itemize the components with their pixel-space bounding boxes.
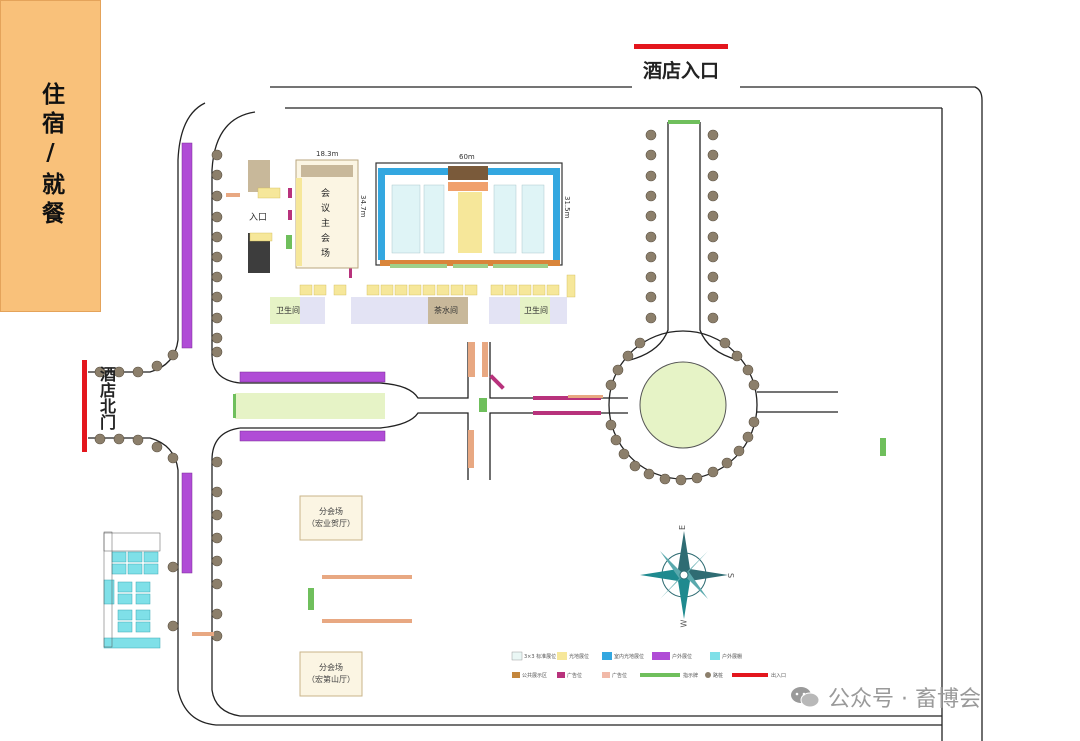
compass-rose [640,531,728,619]
main-hall-label: 会议主会场 [319,188,329,263]
legend-8: 广告位 [612,673,628,679]
branch-hall-1: 分会场 （宏业贺厅） [300,496,362,540]
watermark-text: 公众号 · 畜博会 [828,687,981,712]
legend-6: 公共展示区 [522,673,548,679]
restroom-right-label: 卫生间 [524,306,548,315]
road-outer-top [270,86,983,741]
hotel-entrance-label: 酒店入口 [634,44,728,89]
north-gate-label: 酒店北门 [97,366,116,430]
legend-11: 出入口 [771,673,787,679]
branch-hall-2: 分会场 （宏第山厅） [300,652,362,696]
main-hall-height: 34.7m [359,195,367,218]
main-hall-building [295,159,359,269]
road-inner-upper [211,111,469,399]
lawn-strip [235,393,385,419]
road-network [88,86,983,741]
exhibition-hall [375,162,563,268]
road-inner-upper-right [489,342,628,399]
entrance-label: 入口 [249,213,268,223]
road-outer-bottom [88,437,942,726]
legend-10: 路桩 [713,673,724,679]
branch-hall-1-label: 分会场 [319,507,343,516]
entrance-markers [82,360,87,452]
road-loop-right [699,122,739,361]
compass-e: E [678,524,688,531]
legend-swatches [511,651,768,678]
legend-3: 室内光地展位 [614,654,645,660]
yellow-tags [249,187,576,298]
branch-hall-1-sub: （宏业贺厅） [307,519,355,528]
bollards [94,129,760,642]
buildings [248,160,567,324]
hall-width: 60m [459,153,475,161]
road-inner-lower-mid [240,412,469,480]
compass-s: S [726,572,736,579]
road-loop-left [629,122,669,361]
outdoor-booths [181,142,386,574]
signs [286,120,886,610]
lodging-label: 住宿/就餐 [37,82,64,230]
orange-strips [192,193,603,636]
outdoor-tents [103,531,161,649]
legend-9: 指示牌 [683,673,699,679]
watermark: 公众号 · 畜博会 [790,681,981,713]
branch-hall-2-sub: （宏第山厅） [307,675,355,684]
lodging-dining-building: 住宿/就餐 [0,0,101,312]
roundabout-lawn [639,361,727,449]
road-to-lodging [757,391,838,413]
branch-hall-2-box [299,651,363,697]
legend-1: 3×3 标准展位 [524,654,557,660]
main-hall-width: 18.3m [316,150,339,158]
legend-5: 户外展棚 [722,654,743,660]
legend-7: 广告位 [567,673,583,679]
wechat-icon [791,687,820,708]
compass-w: W [679,619,689,628]
road-inner-lower [211,427,942,717]
branch-hall-1-box [299,495,363,541]
legend-2: 光地展位 [569,654,590,660]
sign-post [233,394,236,418]
branch-hall-2-label: 分会场 [319,663,343,672]
tea-room-label: 茶水间 [434,306,458,315]
restroom-left-label: 卫生间 [276,306,300,315]
legend-4: 户外展位 [672,654,693,660]
hall-height: 31.5m [563,196,571,219]
